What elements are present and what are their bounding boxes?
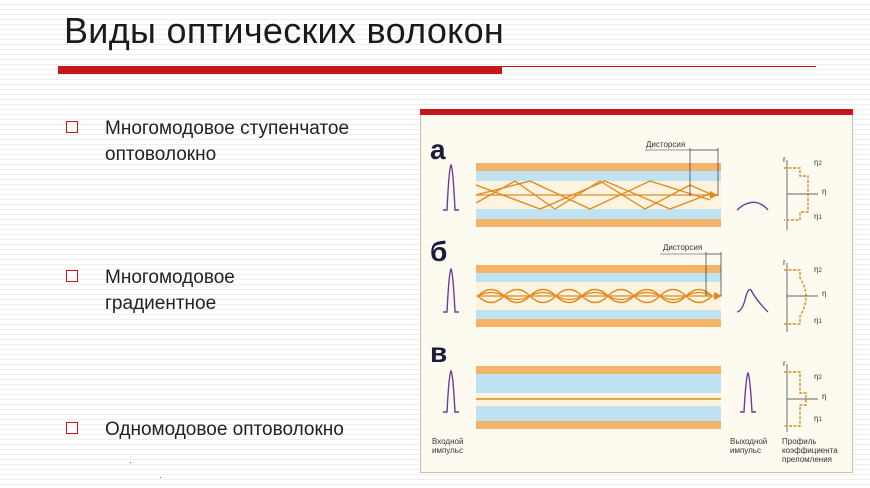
page-title: Виды оптических волокон (64, 10, 505, 51)
bullet-text-line1: Одномодовое оптоволокно (105, 419, 344, 440)
title-accent-bar (58, 66, 502, 74)
caption-line: коэффициента (782, 446, 838, 455)
output-pulse-a-icon (736, 201, 769, 211)
profile-eta2-label: η2 (814, 372, 822, 383)
profile-eta1-label: η1 (814, 414, 822, 425)
fiber-b-buffer-bottom (476, 310, 721, 319)
output-pulse-c-icon (740, 371, 756, 413)
eta-symbol: η (814, 372, 819, 381)
eta-symbol: η (814, 414, 819, 423)
speck (160, 477, 161, 478)
caption-line: импульс (730, 446, 761, 455)
fiber-b-cladding-top (476, 265, 721, 273)
fiber-a-cladding-bottom (476, 219, 721, 227)
input-pulse-b-icon (443, 267, 459, 313)
bullet-square-icon (66, 121, 78, 133)
speck (130, 462, 131, 463)
caption-line: Профиль (782, 437, 817, 446)
bullet-text-line2: оптоволокно (105, 144, 217, 165)
profile-eta-label: η (822, 187, 827, 196)
panel-top-accent (420, 109, 853, 115)
caption-line: преломления (782, 455, 833, 464)
profile-eta1-label: η1 (814, 212, 822, 223)
bullet-item-step-index: Многомодовое ступенчатое оптоволокно (66, 116, 425, 168)
index-profile-b (784, 263, 818, 332)
bullet-square-icon (66, 270, 78, 282)
fiber-a-arrowhead (710, 191, 718, 199)
eta-subscript: 2 (818, 268, 822, 274)
profile-r-label: r (783, 155, 786, 164)
graded-profile-curve (784, 269, 807, 325)
caption-line: Выходной (730, 437, 768, 446)
distortion-label-a: Дисторсия (646, 140, 686, 149)
profile-eta-label: η (822, 289, 827, 298)
bullet-text-line2: градиентное (105, 293, 217, 314)
output-pulse-b-icon (736, 288, 769, 313)
eta-subscript: 2 (818, 161, 822, 167)
fiber-c-cladding-bottom (476, 421, 721, 429)
input-pulse-c-icon (443, 369, 459, 413)
fiber-c-cladding-top (476, 366, 721, 374)
fiber-c-buffer-bottom (476, 406, 721, 421)
eta-subscript: 1 (818, 215, 822, 221)
bullet-item-graded-index: Многомодовое градиентное (66, 265, 425, 317)
title-underline (502, 66, 816, 67)
fiber-b-buffer-top (476, 273, 721, 282)
fiber-a-buffer-top (476, 171, 721, 181)
fiber-a (475, 148, 721, 227)
fiber-b-ray (477, 291, 713, 301)
bullet-square-icon (66, 422, 78, 434)
bullet-text-line1: Многомодовое ступенчатое (105, 118, 350, 139)
fiber-a-cladding-top (476, 163, 721, 171)
index-profile-c (784, 364, 818, 432)
fiber-b-arrowhead (714, 292, 722, 300)
fiber-b-cladding-bottom (476, 319, 721, 327)
profile-eta2-label: η2 (814, 158, 822, 169)
index-profile-a (784, 160, 818, 230)
diagram-letter-c: в (430, 337, 448, 368)
footer-specks (130, 462, 161, 478)
eta-subscript: 1 (818, 417, 822, 423)
profile-r-label: r (783, 258, 786, 267)
profile-r-label: r (783, 359, 786, 368)
caption-line: импульс (432, 446, 463, 455)
single-mode-profile-curve (784, 371, 807, 427)
fiber-b (476, 252, 722, 327)
index-profile-caption: Профиль коэффициента преломления (782, 437, 838, 464)
fiber-b-ray (477, 288, 713, 304)
eta-symbol: η (814, 158, 819, 167)
fiber-a-ray (475, 180, 711, 210)
eta-symbol: η (814, 316, 819, 325)
fiber-a-ray (475, 180, 713, 210)
bullet-text-line1: Многомодовое (105, 267, 235, 288)
eta-symbol: η (814, 265, 819, 274)
diagram-letter-b: б (430, 236, 448, 267)
fiber-c-buffer-top (476, 374, 721, 393)
profile-eta-label: η (822, 392, 827, 401)
input-pulse-a-icon (443, 163, 459, 211)
input-pulse-caption: Входной импульс (432, 437, 463, 455)
profile-eta1-label: η1 (814, 316, 822, 327)
profile-eta2-label: η2 (814, 265, 822, 276)
distortion-label-b: Дисторсия (663, 243, 703, 252)
eta-symbol: η (814, 212, 819, 221)
diagram-letter-a: а (430, 134, 446, 165)
caption-line: Входной (432, 437, 464, 446)
eta-subscript: 2 (818, 375, 822, 381)
fiber-b-ray (477, 288, 713, 304)
output-pulse-caption: Выходной импульс (730, 437, 767, 455)
fiber-a-buffer-bottom (476, 209, 721, 219)
bullet-item-single-mode: Одномодовое оптоволокно (66, 417, 425, 443)
fiber-c (476, 366, 721, 429)
eta-subscript: 1 (818, 319, 822, 325)
